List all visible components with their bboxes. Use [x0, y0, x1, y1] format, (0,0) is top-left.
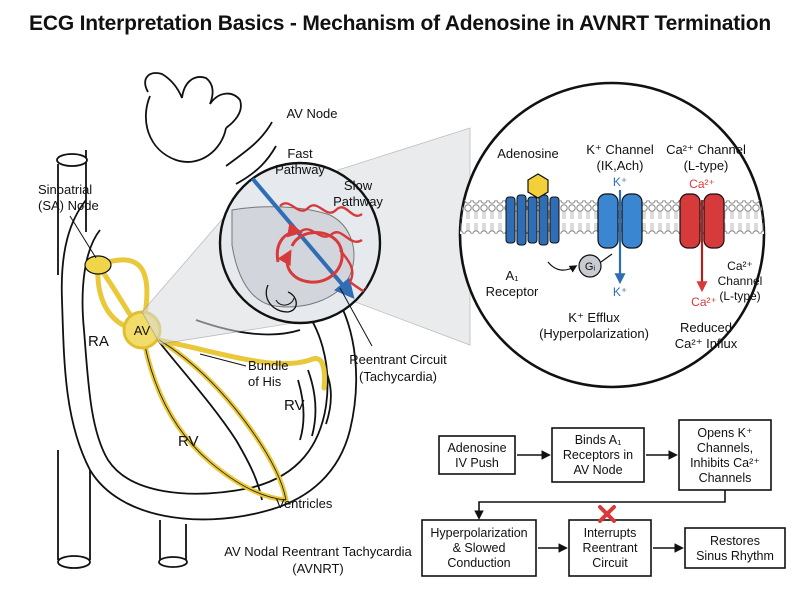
reentrant-loop	[277, 231, 344, 284]
gi-label: Gᵢ	[585, 261, 596, 273]
flow-step-3	[678, 419, 772, 491]
k-channel	[597, 193, 643, 249]
flow-step-4-line-3: Conduction	[447, 556, 510, 570]
sa-node-label-2: (SA) Node	[38, 198, 99, 213]
ca-channel	[679, 193, 725, 249]
flow-step-1	[438, 435, 516, 475]
k-bottom-label: K⁺	[613, 285, 627, 299]
flow-step-5-line-2: Reentrant	[583, 541, 638, 555]
rv-right-label: RV	[284, 397, 305, 414]
ca-channel-label-1: Ca²⁺ Channel	[666, 142, 746, 157]
k-channel-label-1: K⁺ Channel	[586, 142, 654, 157]
ca-side-label-3: (L-type)	[719, 289, 760, 303]
page-title: ECG Interpretation Basics - Mechanism of…	[29, 12, 771, 35]
av-label: AV	[134, 323, 151, 338]
slow-label-2: Pathway	[333, 194, 383, 209]
reentrant-leader	[339, 287, 373, 347]
k-efflux-label-2: (Hyperpolarization)	[539, 326, 649, 341]
bundle-leader	[199, 353, 247, 367]
sa-node	[84, 255, 112, 275]
flow-step-3-line-2: Channels,	[697, 441, 753, 455]
ra-label: RA	[88, 333, 109, 350]
k-efflux-label-1: K⁺ Efflux	[568, 310, 620, 325]
reentrant-label-1: Reentrant Circuit	[349, 352, 447, 367]
fast-label-1: Fast	[287, 146, 313, 161]
k-channel-label-2: (IK,Ach)	[597, 158, 644, 173]
k-top-label: K⁺	[613, 175, 627, 189]
flow-step-2-line-2: Receptors in	[563, 448, 633, 462]
flow-step-2	[551, 427, 645, 483]
flow-step-4-line-1: Hyperpolarization	[430, 526, 527, 540]
bundle-label-2: of His	[248, 374, 282, 389]
bundle-label-1: Bundle	[248, 358, 288, 373]
flow-step-5-line-3: Circuit	[592, 556, 628, 570]
flow-step-6-line-1: Restores	[710, 534, 760, 548]
flow-step-2-line-1: Binds A₁	[575, 433, 622, 447]
avnrt-label-2: (AVNRT)	[292, 561, 344, 576]
ventricles-label: Ventricles	[276, 496, 333, 511]
ca-side-label-2: Channel	[718, 274, 763, 288]
flow-step-6	[684, 527, 786, 569]
flow-step-4-line-2: & Slowed	[453, 541, 506, 555]
reduced-label-1: Reduced	[680, 320, 732, 335]
adenosine-label: Adenosine	[497, 146, 558, 161]
sa-node-label-1: Sinoatrial	[38, 182, 92, 197]
av-node-title: AV Node	[286, 106, 337, 121]
sa-leader	[69, 215, 97, 259]
flow-step-2-line-3: AV Node	[573, 463, 622, 477]
flow-step-3-line-4: Channels	[699, 471, 752, 485]
avnrt-label-1: AV Nodal Reentrant Tachycardia	[224, 544, 412, 559]
ca-bottom-label: Ca²⁺	[691, 295, 717, 309]
heart-illustration	[56, 72, 358, 569]
reduced-label-2: Ca²⁺ Influx	[675, 336, 738, 351]
a1-label-2: Receptor	[486, 284, 539, 299]
reentrant-label-2: (Tachycardia)	[359, 369, 437, 384]
ca-side-label-1: Ca²⁺	[727, 259, 753, 273]
ca-channel-label-2: (L-type)	[684, 158, 729, 173]
flow-step-3-line-3: Inhibits Ca²⁺	[690, 456, 760, 470]
a1-receptor	[505, 194, 560, 246]
flow-step-6-line-2: Sinus Rhythm	[696, 549, 774, 563]
flow-step-5-line-1: Interrupts	[584, 526, 637, 540]
flow-step-5	[568, 519, 652, 577]
adenosine-molecule	[527, 173, 549, 199]
flow-step-1-line-1: Adenosine	[447, 441, 506, 455]
fast-label-2: Pathway	[275, 162, 325, 177]
gi-protein	[578, 254, 602, 278]
cross-icon	[598, 505, 616, 523]
slow-label-1: Slow	[344, 178, 373, 193]
a1-label-1: A₁	[505, 268, 519, 283]
flow-step-1-line-2: IV Push	[455, 456, 499, 470]
flow-step-3-line-1: Opens K⁺	[697, 426, 752, 440]
flow-step-4	[421, 519, 537, 577]
flowchart: Adenosine IV Push Binds A₁ Receptors in …	[421, 419, 786, 577]
rv-left-label: RV	[178, 433, 199, 450]
ca-top-label: Ca²⁺	[689, 177, 715, 191]
slow-pathway-squiggle	[279, 202, 363, 217]
